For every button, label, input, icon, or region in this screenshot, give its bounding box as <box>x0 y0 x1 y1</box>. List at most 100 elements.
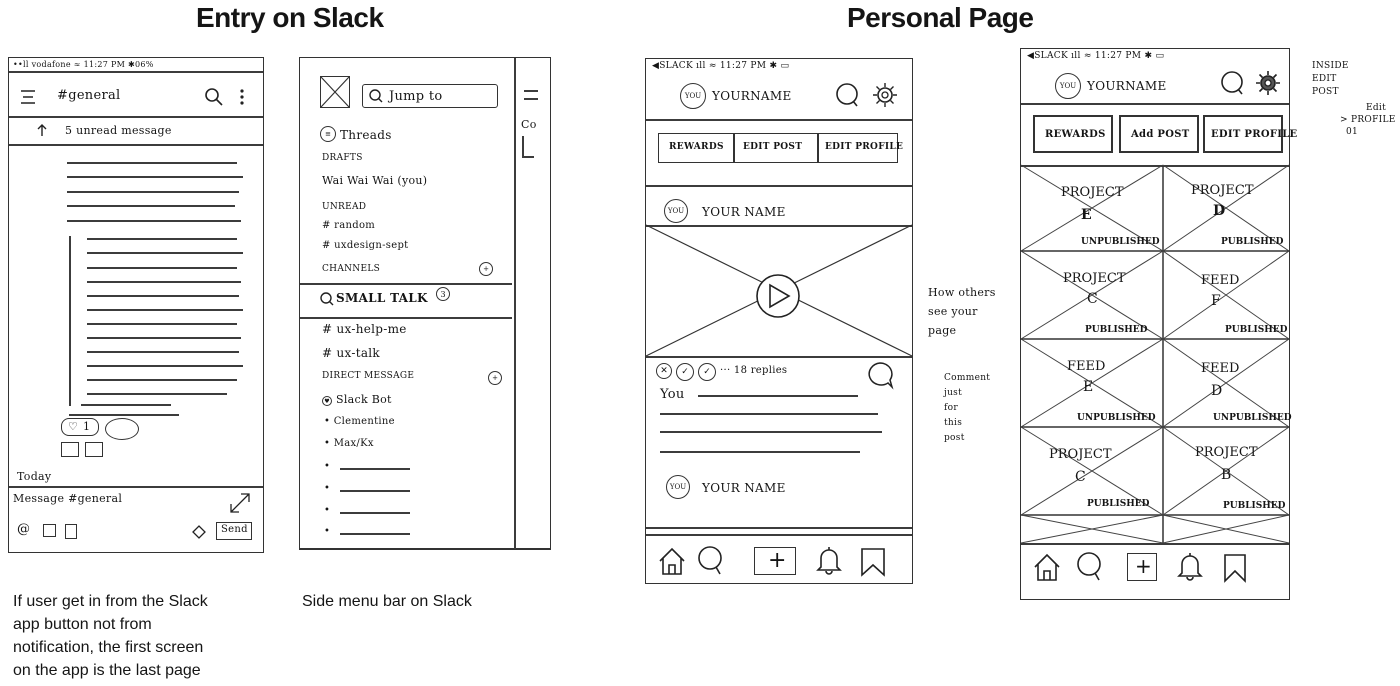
home-icon[interactable] <box>658 547 686 575</box>
workspace-logo-placeholder[interactable] <box>320 76 350 108</box>
tile-title[interactable]: FEED <box>1201 273 1240 288</box>
tile-title[interactable]: PROJECT <box>1063 271 1126 286</box>
add-post-button[interactable]: Add POST <box>1119 115 1199 153</box>
tile-letter: B <box>1221 467 1232 483</box>
attachment-thumb[interactable] <box>85 442 103 457</box>
unread-heading: UNREAD <box>322 202 367 212</box>
menu-icon[interactable] <box>21 90 35 104</box>
add-dm-icon[interactable]: + <box>488 371 502 385</box>
draft-item[interactable]: Wai Wai Wai (you) <box>322 174 428 187</box>
bell-icon[interactable] <box>816 545 842 575</box>
tile-status: PUBLISHED <box>1087 499 1150 509</box>
rewards-button[interactable]: REWARDS <box>1033 115 1113 153</box>
channels-heading: CHANNELS <box>322 264 381 274</box>
more-icon[interactable] <box>240 89 244 105</box>
avatar[interactable]: YOU <box>680 83 706 109</box>
search-icon[interactable] <box>205 88 223 106</box>
reply-count[interactable]: ··· 18 replies <box>720 365 788 376</box>
jump-to-search[interactable]: Jump to <box>362 84 498 108</box>
tile-title[interactable]: FEED <box>1067 359 1106 374</box>
dm-item[interactable]: • <box>324 505 331 516</box>
at-icon[interactable]: @ <box>17 522 31 537</box>
second-author-name: YOUR NAME <box>702 481 786 495</box>
tile-status: PUBLISHED <box>1221 237 1284 247</box>
add-post-nav[interactable]: + <box>1127 553 1157 581</box>
dm-item-label: Clementine <box>333 416 395 427</box>
unread-banner[interactable]: 5 unread message <box>65 124 172 137</box>
note-line: Comment <box>944 373 991 383</box>
emoji-icon[interactable] <box>191 524 207 540</box>
threads-link[interactable]: Threads <box>340 128 392 142</box>
comment-author: You <box>660 387 685 402</box>
bookmark-icon[interactable] <box>1223 553 1247 583</box>
tile-title[interactable]: PROJECT <box>1049 447 1112 462</box>
send-button[interactable]: Send <box>216 522 252 540</box>
note-line: INSIDE <box>1312 61 1349 71</box>
avatar[interactable]: YOU <box>1055 73 1081 99</box>
tile-status: PUBLISHED <box>1223 501 1286 511</box>
edit-profile-button[interactable]: EDIT PROFILE <box>818 133 903 163</box>
tile-letter: E <box>1081 207 1092 223</box>
search-icon[interactable] <box>836 83 860 107</box>
tile-letter: C <box>1087 291 1098 307</box>
attachment-thumb[interactable] <box>61 442 79 457</box>
shortcut-icon[interactable] <box>43 524 56 537</box>
search-placeholder: Jump to <box>389 89 443 104</box>
unread-item[interactable]: # random <box>322 220 376 231</box>
note-line: page <box>928 324 957 337</box>
search-icon[interactable] <box>696 545 726 575</box>
bell-icon[interactable] <box>1177 551 1203 581</box>
tile-status: PUBLISHED <box>1225 325 1288 335</box>
status-bar: ◀SLACK ıll ≈ 11:27 PM ✱ ▭ <box>652 61 790 71</box>
tile-title[interactable]: PROJECT <box>1061 185 1124 200</box>
gear-icon[interactable] <box>872 82 898 108</box>
heading-personal-page: Personal Page <box>847 2 1034 33</box>
home-icon[interactable] <box>1033 553 1061 581</box>
tile-title[interactable]: PROJECT <box>1191 183 1254 198</box>
dm-item[interactable]: • <box>324 461 331 472</box>
attach-icon[interactable] <box>65 524 77 539</box>
unread-item[interactable]: # uxdesign-sept <box>322 240 409 251</box>
username: YOURNAME <box>1087 79 1167 93</box>
dm-item[interactable]: • <box>324 483 331 494</box>
channel-name: #general <box>57 88 121 103</box>
reaction-icon[interactable]: ✕ <box>656 363 672 379</box>
bookmark-icon[interactable] <box>860 547 886 577</box>
author-avatar[interactable]: YOU <box>666 475 690 499</box>
channel-item[interactable]: # ux-help-me <box>322 322 407 336</box>
heart-reaction[interactable]: ♡ 1 <box>61 418 99 436</box>
note-line: POST <box>1312 87 1339 97</box>
rewards-button[interactable]: REWARDS <box>658 133 734 163</box>
post-author-avatar[interactable]: YOU <box>664 199 688 223</box>
reaction-icon[interactable]: ✓ <box>698 363 716 381</box>
add-post-nav[interactable]: + <box>754 547 796 575</box>
workspace-name[interactable]: SMALL TALK <box>336 291 428 305</box>
add-channel-icon[interactable]: + <box>479 262 493 276</box>
channel-item[interactable]: # ux-talk <box>322 346 380 360</box>
reaction-icon[interactable]: ✓ <box>676 363 694 381</box>
edit-profile-label: EDIT PROFILE <box>1211 129 1298 140</box>
video-placeholder[interactable] <box>645 224 913 357</box>
expand-icon[interactable] <box>229 492 251 514</box>
search-icon[interactable] <box>1221 71 1245 95</box>
workspace-badge: 3 <box>436 287 450 301</box>
reaction-count: 1 <box>83 420 91 433</box>
dm-item[interactable]: • <box>324 526 331 537</box>
add-reaction-button[interactable] <box>105 418 139 440</box>
edit-profile-button[interactable]: EDIT PROFILE <box>1203 115 1297 153</box>
note-edit-profile: Edit > PROFILE 01 <box>1340 102 1396 138</box>
dm-item[interactable]: • Max/Kx <box>324 438 374 449</box>
message-input[interactable]: Message #general <box>13 492 123 505</box>
search-icon[interactable] <box>1075 551 1105 581</box>
tile-title[interactable]: FEED <box>1201 361 1240 376</box>
dm-item[interactable]: • Clementine <box>324 416 395 427</box>
comment-icon[interactable] <box>866 361 894 390</box>
gear-icon[interactable] <box>1255 70 1281 96</box>
status-bar: ◀SLACK ıll ≈ 11:27 PM ✱ ▭ <box>1027 51 1165 61</box>
slackbot-item[interactable]: Slack Bot <box>336 393 392 406</box>
note-line: just <box>944 388 963 398</box>
direct-message-heading: DIRECT MESSAGE <box>322 371 415 381</box>
note-line: > PROFILE <box>1340 115 1396 125</box>
tile-title[interactable]: PROJECT <box>1195 445 1258 460</box>
edit-post-button[interactable]: EDIT POST <box>734 133 818 163</box>
